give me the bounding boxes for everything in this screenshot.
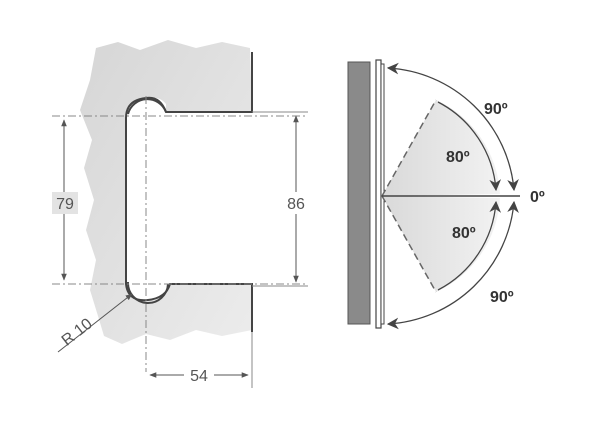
wall [347, 61, 371, 325]
dim-86-label-bg [283, 192, 309, 214]
door-plate-outer [375, 59, 382, 329]
dim-54-label: 54 [190, 368, 208, 385]
angle-label-top-90: 90º [484, 101, 508, 118]
dim-79-label-bg [52, 192, 78, 214]
angle-label-zero: 0º [530, 189, 545, 206]
angle-label-bottom-90: 90º [490, 289, 514, 306]
dim-86-label: 86 [287, 196, 305, 213]
dim-54-label-bg [184, 364, 214, 386]
angle-label-top-80: 80º [446, 149, 470, 166]
glass-silhouette [80, 40, 252, 344]
dim-79-label: 79 [56, 196, 74, 213]
hinge-slot-outline [125, 52, 253, 332]
left-view: 79 86 54 R 10 [52, 40, 309, 388]
radius-leader [57, 293, 133, 353]
right-view: 90º 80º 0º 80º 90º [347, 59, 545, 330]
angle-label-bottom-80: 80º [452, 225, 476, 242]
radius-label: R 10 [59, 315, 96, 349]
arc-top-90 [386, 62, 519, 192]
arc-bottom-90 [386, 200, 519, 330]
bottom-hole-arc [126, 281, 169, 305]
